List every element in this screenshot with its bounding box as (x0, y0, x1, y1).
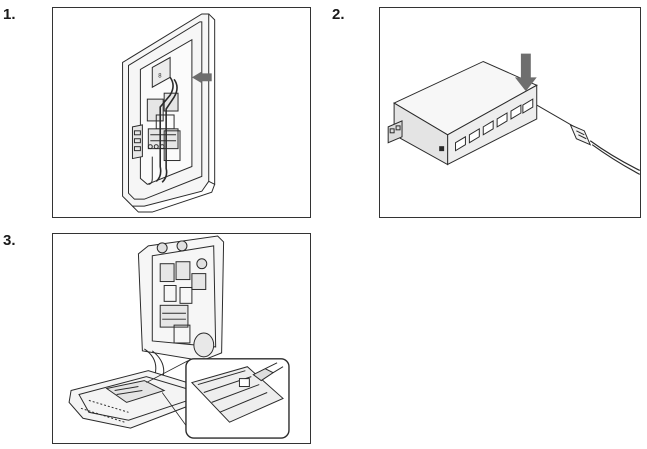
down-arrow-icon (514, 53, 537, 92)
direction-arrow-icon (191, 71, 212, 84)
step-number-2: 2. (332, 6, 345, 23)
step-number-3: 3. (3, 232, 16, 249)
step-1-illustration-panel: 8 (52, 7, 311, 218)
charger-wiring-illustration-icon: 8 (122, 13, 216, 213)
step-number-1: 1. (3, 6, 16, 23)
network-switch-illustration-icon (387, 53, 640, 175)
step-3-illustration-panel (52, 233, 311, 444)
svg-text:8: 8 (158, 73, 162, 79)
charger-open-board-illustration-icon (68, 235, 290, 439)
step-2-illustration-panel (379, 7, 641, 218)
